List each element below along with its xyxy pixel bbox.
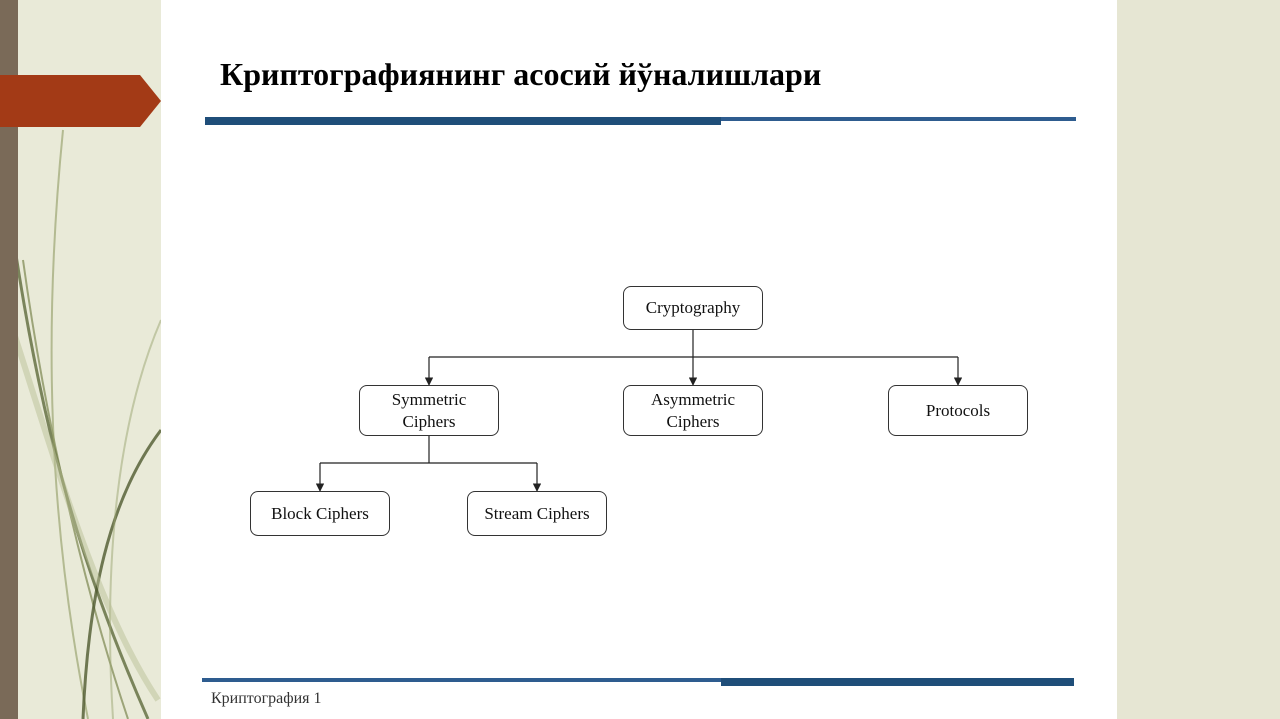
accent-red-tab <box>0 75 161 127</box>
slide-title: Криптографиянинг асосий йўналишлари <box>220 56 822 92</box>
node-stream-label: Stream Ciphers <box>484 503 590 523</box>
node-protocols: Protocols <box>888 385 1028 436</box>
node-stream-ciphers: Stream Ciphers <box>467 491 607 536</box>
node-asymmetric-ciphers: Asymmetric Ciphers <box>623 385 763 436</box>
slide: Криптографиянинг асосий йўналишлари Cryp… <box>161 0 1117 719</box>
left-stripe <box>0 0 18 719</box>
node-block-ciphers: Block Ciphers <box>250 491 390 536</box>
slide-footer: Криптография 1 <box>211 690 322 707</box>
node-symmetric-line2: Ciphers <box>402 411 456 431</box>
title-underline <box>205 117 1076 127</box>
node-cryptography-label: Cryptography <box>645 298 741 317</box>
grass-blades-decoration <box>18 129 161 719</box>
right-margin-panel <box>1117 0 1280 719</box>
node-asymmetric-line2: Ciphers <box>666 411 720 431</box>
node-symmetric-ciphers: Symmetric Ciphers <box>359 385 499 436</box>
node-cryptography: Cryptography <box>623 286 763 330</box>
node-symmetric-line1: Symmetric <box>391 389 467 409</box>
node-asymmetric-line1: Asymmetric <box>650 389 736 409</box>
diagram-connectors <box>315 330 963 492</box>
node-protocols-label: Protocols <box>925 400 991 420</box>
node-block-label: Block Ciphers <box>271 503 369 523</box>
footer-rule <box>202 676 1074 686</box>
